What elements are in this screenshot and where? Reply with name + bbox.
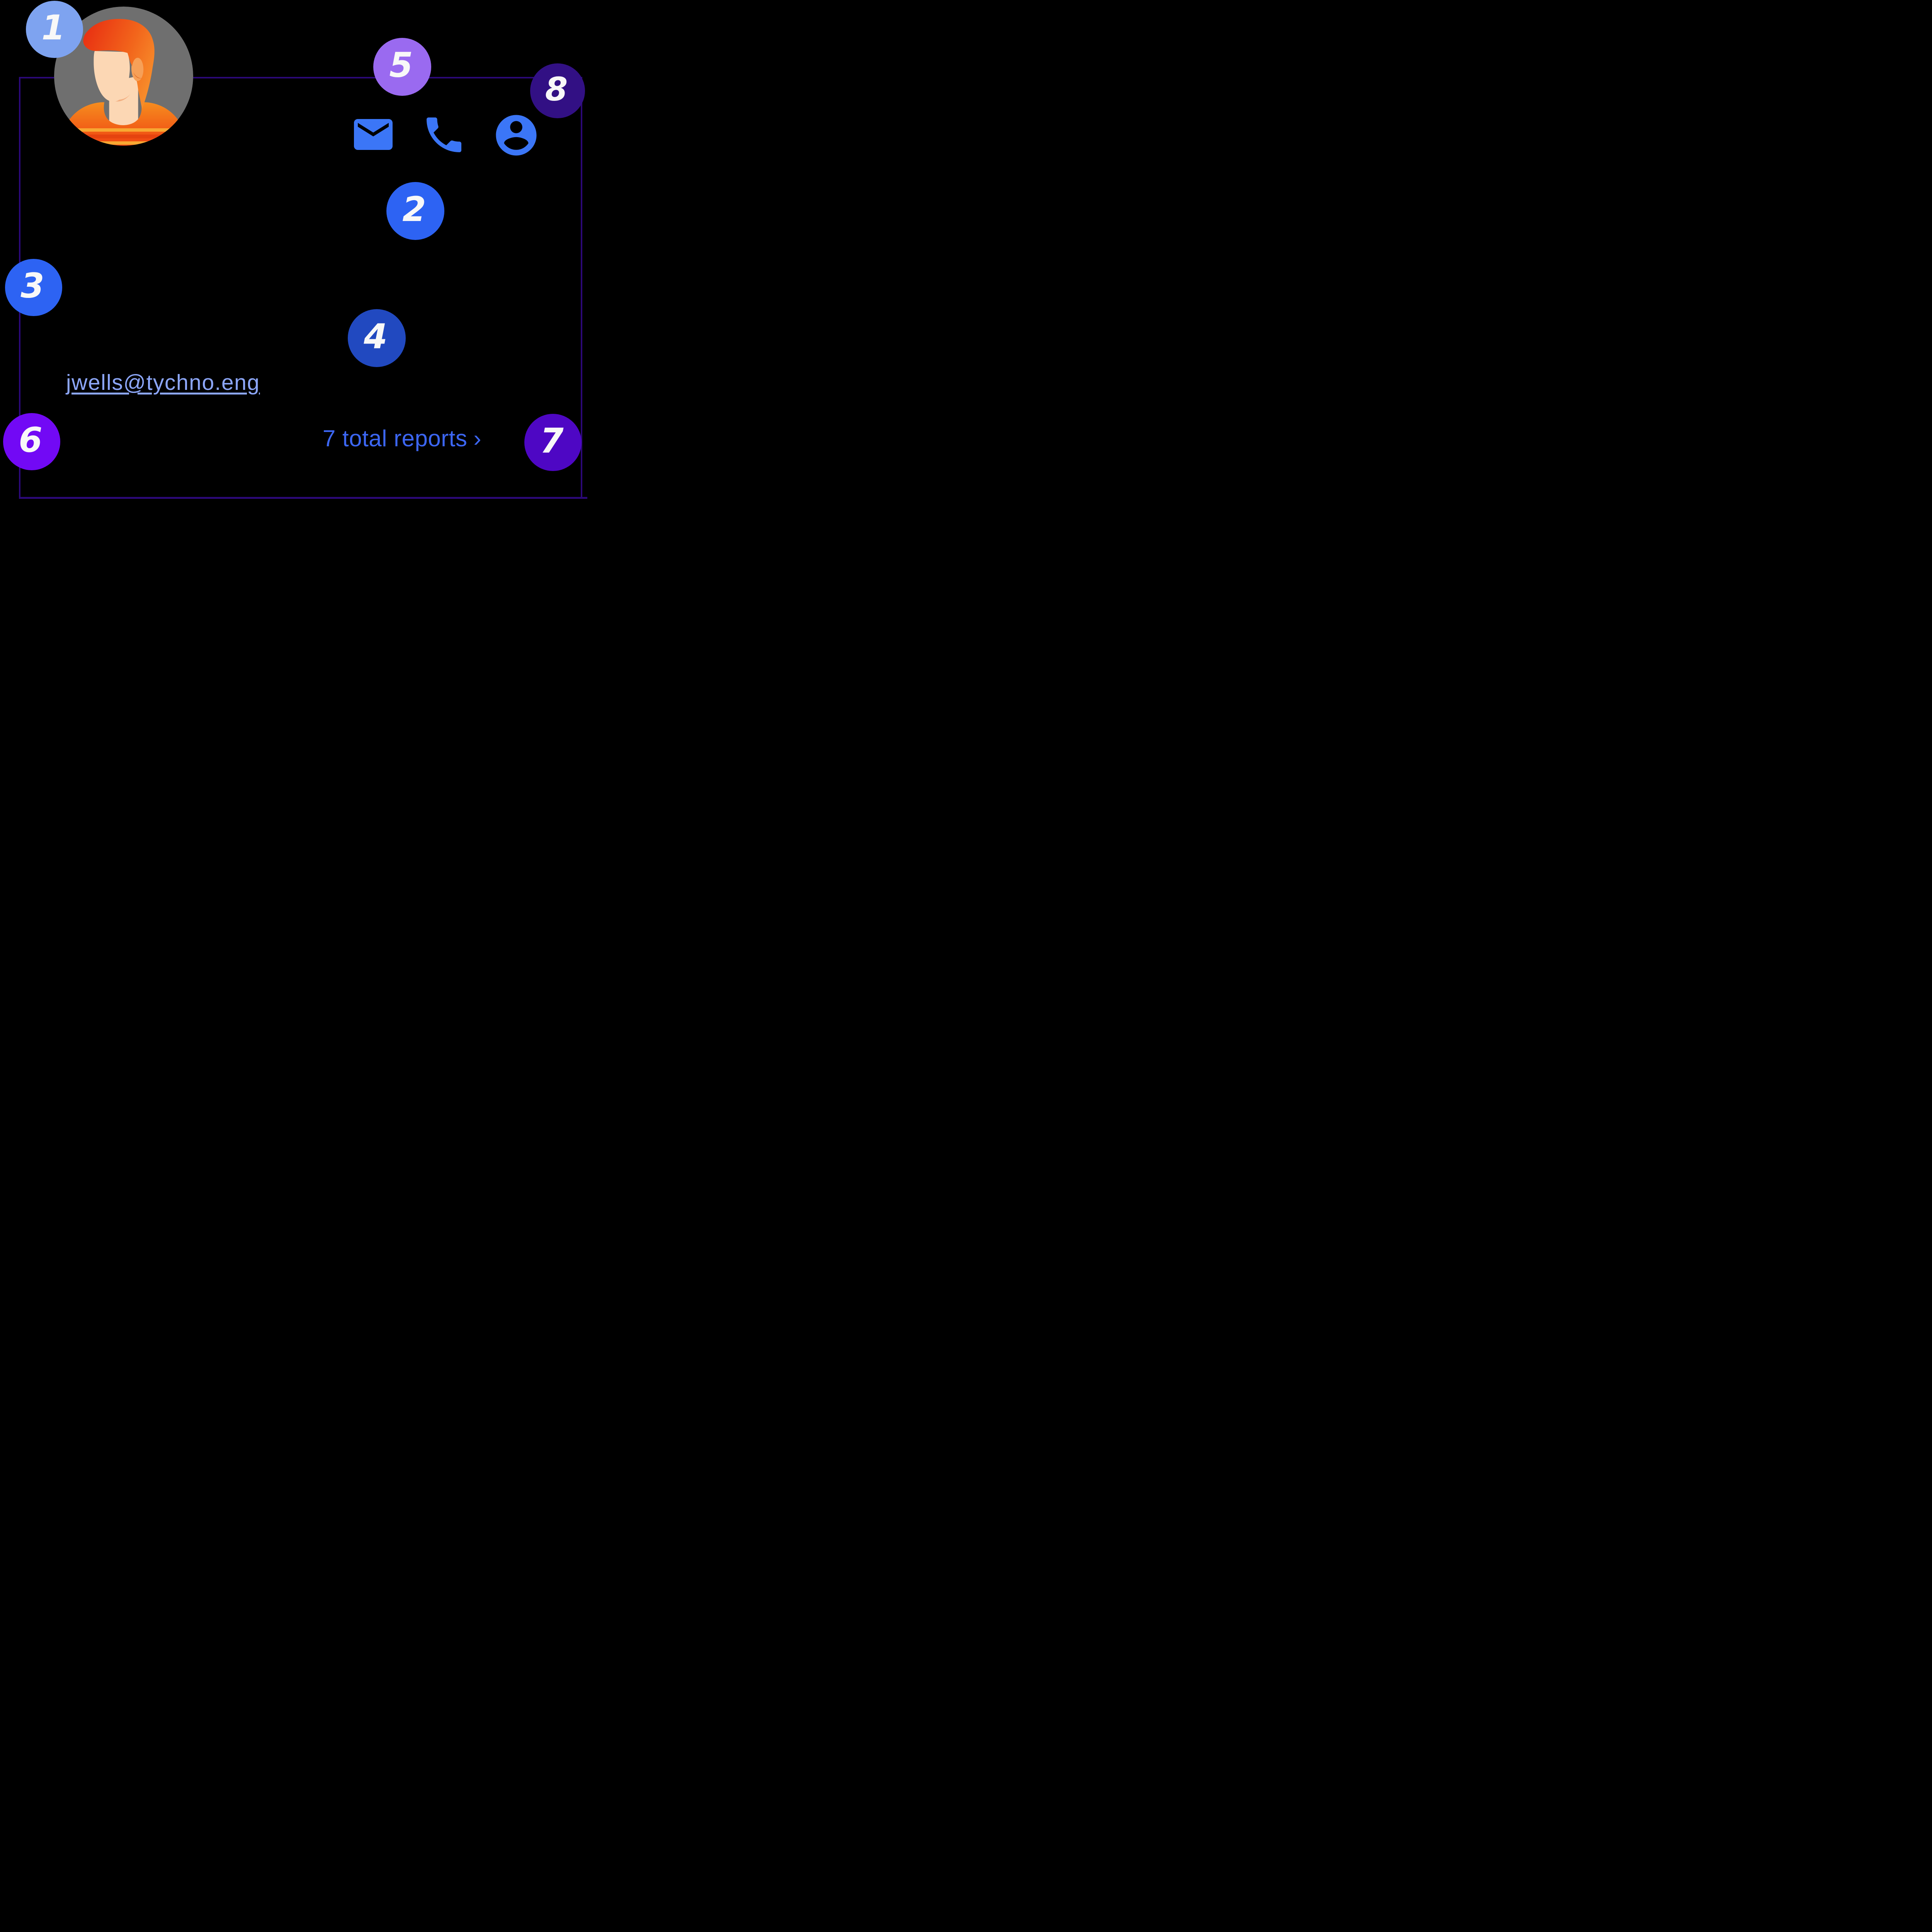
reports-label: 7 total reports bbox=[323, 425, 468, 451]
profile-action-button[interactable] bbox=[492, 111, 541, 162]
annotation-badge-number: 4 bbox=[364, 316, 388, 356]
annotation-badge-1: 1 bbox=[26, 1, 83, 58]
call-action-button[interactable] bbox=[421, 112, 467, 160]
annotation-badge-number: 2 bbox=[402, 189, 426, 229]
annotation-badge-number: 8 bbox=[545, 70, 568, 108]
chevron-right-icon: › bbox=[473, 425, 481, 451]
annotation-badge-number: 7 bbox=[540, 421, 564, 461]
email-action-button[interactable] bbox=[350, 111, 396, 160]
annotation-badge-6: 6 bbox=[3, 413, 60, 470]
email-icon bbox=[354, 119, 393, 150]
annotation-badge-7: 7 bbox=[524, 414, 582, 471]
annotation-badge-8: 8 bbox=[530, 63, 585, 118]
annotation-badge-4: 4 bbox=[348, 309, 406, 367]
annotation-badge-2: 2 bbox=[386, 182, 444, 240]
avatar-illustration bbox=[54, 7, 193, 146]
annotation-badge-number: 3 bbox=[20, 266, 44, 306]
profile-card-bottom-border bbox=[19, 497, 587, 499]
annotation-badge-3: 3 bbox=[5, 259, 62, 316]
profile-icon bbox=[496, 115, 537, 156]
reports-link[interactable]: 7 total reports› bbox=[323, 425, 481, 452]
annotation-badge-number: 6 bbox=[19, 420, 43, 460]
user-avatar bbox=[54, 7, 193, 146]
email-link[interactable]: jwells@tychno.eng bbox=[66, 370, 260, 395]
annotation-badge-number: 1 bbox=[41, 8, 65, 48]
page-root: { "page": { "background": "#000000" }, "… bbox=[0, 0, 587, 499]
annotation-badge-number: 5 bbox=[389, 45, 413, 85]
phone-icon bbox=[427, 117, 461, 152]
annotation-badge-5: 5 bbox=[373, 38, 431, 96]
